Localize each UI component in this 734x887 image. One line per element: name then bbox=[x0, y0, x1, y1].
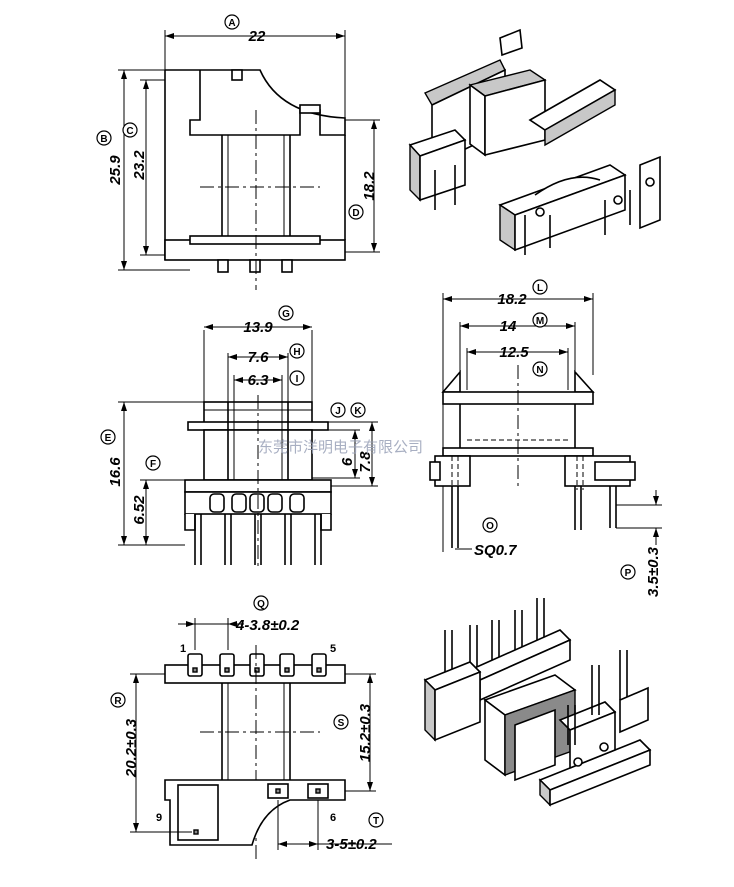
label-g: G bbox=[282, 309, 290, 320]
dim-k-value: 7.8 bbox=[357, 451, 374, 473]
dim-m-value: 14 bbox=[500, 318, 517, 335]
dim-q-value: 4-3.8±0.2 bbox=[235, 617, 300, 634]
balloon-k bbox=[350, 402, 366, 418]
balloon-l bbox=[532, 279, 548, 295]
label-f: F bbox=[150, 459, 156, 470]
isometric-view-top bbox=[408, 28, 661, 255]
label-k: K bbox=[354, 406, 362, 417]
dim-c-value: 23.2 bbox=[131, 150, 148, 181]
dim-i-value: 6.3 bbox=[248, 372, 270, 389]
label-r: R bbox=[114, 696, 122, 707]
bottom-view: Q 4-3.8±0.2 1 5 9 6 bbox=[110, 595, 392, 860]
balloon-q bbox=[253, 595, 269, 611]
dim-n-value: 12.5 bbox=[499, 344, 529, 361]
balloon-o bbox=[482, 517, 498, 533]
balloon-e bbox=[100, 429, 116, 445]
dim-g-value: 13.9 bbox=[243, 319, 273, 336]
balloon-f bbox=[145, 455, 161, 471]
dim-s-value: 15.2±0.3 bbox=[357, 703, 374, 762]
dim-p-value: 3.5±0.3 bbox=[645, 546, 662, 597]
label-m: M bbox=[536, 316, 544, 327]
label-c: C bbox=[126, 126, 133, 137]
balloon-b bbox=[96, 130, 112, 146]
isometric-view-bottom bbox=[423, 598, 652, 807]
balloon-a bbox=[224, 14, 240, 30]
label-n: N bbox=[536, 365, 543, 376]
dim-j-value: 6 bbox=[339, 457, 356, 466]
dim-d-value: 18.2 bbox=[361, 171, 378, 201]
label-s: S bbox=[338, 718, 345, 729]
balloon-s bbox=[333, 714, 349, 730]
balloon-t bbox=[368, 812, 384, 828]
pin-1-label: 1 bbox=[180, 643, 186, 655]
dim-e-value: 16.6 bbox=[107, 457, 124, 487]
label-j: J bbox=[335, 406, 341, 417]
dim-l-value: 18.2 bbox=[497, 291, 527, 308]
balloon-r bbox=[110, 692, 126, 708]
label-h: H bbox=[293, 347, 300, 358]
pin-6-label: 6 bbox=[330, 812, 336, 824]
label-i: I bbox=[296, 374, 299, 385]
balloon-d bbox=[348, 204, 364, 220]
dim-b-value: 25.9 bbox=[107, 155, 124, 186]
pin-5-label: 5 bbox=[330, 643, 336, 655]
label-t: T bbox=[373, 816, 379, 827]
balloon-n bbox=[532, 361, 548, 377]
dim-h-value: 7.6 bbox=[248, 349, 270, 366]
side-view: L 18.2 M 14 N 12.5 bbox=[429, 279, 662, 597]
balloon-p bbox=[620, 564, 636, 580]
dim-f-value: 6.52 bbox=[131, 495, 148, 525]
dim-o-value: SQ0.7 bbox=[474, 542, 517, 559]
dim-r-value: 20.2±0.3 bbox=[123, 718, 140, 778]
balloon-h bbox=[289, 343, 305, 359]
label-a: A bbox=[228, 18, 235, 29]
balloon-m bbox=[532, 312, 548, 328]
balloon-j bbox=[330, 402, 346, 418]
dim-t-value: 3-5±0.2 bbox=[326, 836, 377, 853]
watermark-text: 东莞市洋明电子有限公司 bbox=[258, 438, 423, 456]
balloon-c bbox=[122, 122, 138, 138]
front-view: G 13.9 H 7.6 I 6.3 bbox=[100, 305, 378, 570]
label-d: D bbox=[352, 208, 359, 219]
pin-9-label: 9 bbox=[156, 812, 162, 824]
label-b: B bbox=[100, 134, 107, 145]
dim-a-value: 22 bbox=[248, 28, 266, 45]
balloon-i bbox=[289, 370, 305, 386]
label-q: Q bbox=[257, 599, 265, 610]
top-view: A 22 B 25.9 bbox=[96, 14, 380, 290]
balloon-g bbox=[278, 305, 294, 321]
label-e: E bbox=[105, 433, 112, 444]
label-o: O bbox=[486, 521, 494, 532]
label-l: L bbox=[537, 283, 543, 294]
label-p: P bbox=[625, 568, 632, 579]
